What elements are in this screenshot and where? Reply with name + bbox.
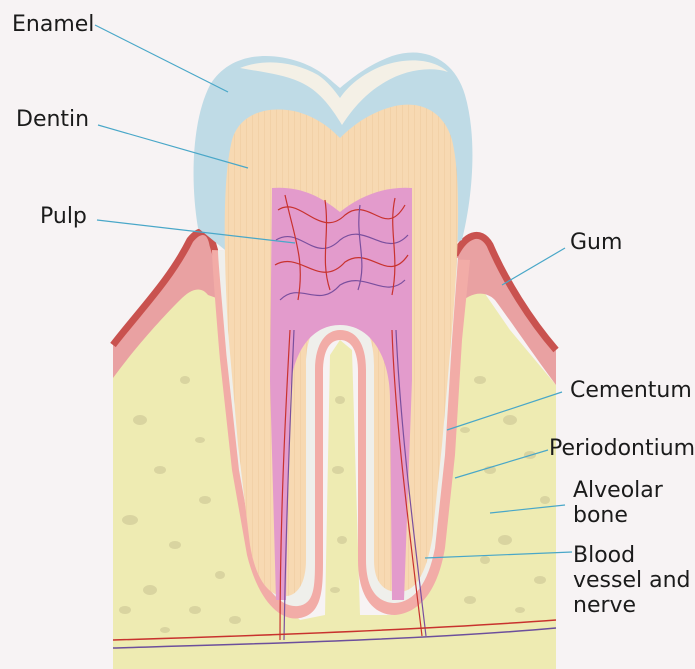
leader-blood-vessel (424, 551, 573, 559)
base-vessel (112, 619, 557, 641)
label-alveolar-bone-line2: bone (573, 503, 628, 528)
bone-pore (534, 576, 546, 584)
label-alveolar-bone-line1: Alveolar (573, 478, 663, 503)
bone-pore (540, 496, 550, 504)
label-blood-vessel-nerve-line1: Blood (573, 543, 636, 568)
leader-pulp (96, 219, 296, 244)
bone-pore (332, 466, 344, 474)
bone-pore (335, 396, 345, 404)
bone-pore (215, 571, 225, 579)
bone-pore (515, 607, 525, 613)
bone-pore (133, 415, 147, 425)
leader-enamel (94, 24, 229, 93)
leader-lines (94, 24, 573, 559)
bone-pore (460, 427, 470, 433)
bone-pore (337, 536, 347, 544)
base-nerve (112, 627, 557, 649)
leader-gum (501, 247, 566, 286)
leader-dentin (97, 124, 249, 169)
bone-pore (480, 556, 490, 564)
label-enamel: Enamel (12, 12, 95, 37)
leader-cementum (446, 391, 563, 431)
gum-tissue (113, 231, 222, 378)
label-pulp: Pulp (40, 204, 87, 229)
bone-pore (503, 415, 517, 425)
bone-pore (160, 627, 170, 633)
bone-pore (122, 515, 138, 525)
bone-pore (464, 596, 476, 604)
bone-pore (330, 587, 340, 593)
label-periodontium: Periodontium (549, 436, 695, 461)
bone-pore (180, 376, 190, 384)
leader-alveolar-bone (489, 504, 566, 514)
bone-pore (474, 376, 486, 384)
leader-periodontium (454, 449, 549, 479)
bone-pore (169, 541, 181, 549)
bone-pore (229, 616, 241, 624)
pulp-layer (270, 187, 412, 601)
bone-pore (119, 606, 131, 614)
label-blood-vessel-nerve: Blood vessel and nerve (573, 543, 691, 618)
bone-pore (143, 585, 157, 595)
vessel-mesh (274, 194, 427, 641)
bone-pore (195, 437, 205, 443)
label-blood-vessel-nerve-line2: vessel and (573, 568, 691, 593)
label-cementum: Cementum (570, 378, 692, 403)
gum-edge-right (451, 231, 559, 353)
gum-tissue-right (455, 235, 556, 385)
enamel-cusps (240, 60, 448, 125)
bone-pore (498, 535, 512, 545)
bone-pores (119, 376, 550, 633)
label-blood-vessel-nerve-line3: nerve (573, 593, 637, 618)
label-gum: Gum (570, 230, 623, 255)
label-alveolar-bone: Alveolar bone (573, 478, 663, 528)
bone-pore (189, 606, 201, 614)
bone-pore (199, 496, 211, 504)
bone-pore (154, 466, 166, 474)
label-dentin: Dentin (16, 107, 90, 132)
